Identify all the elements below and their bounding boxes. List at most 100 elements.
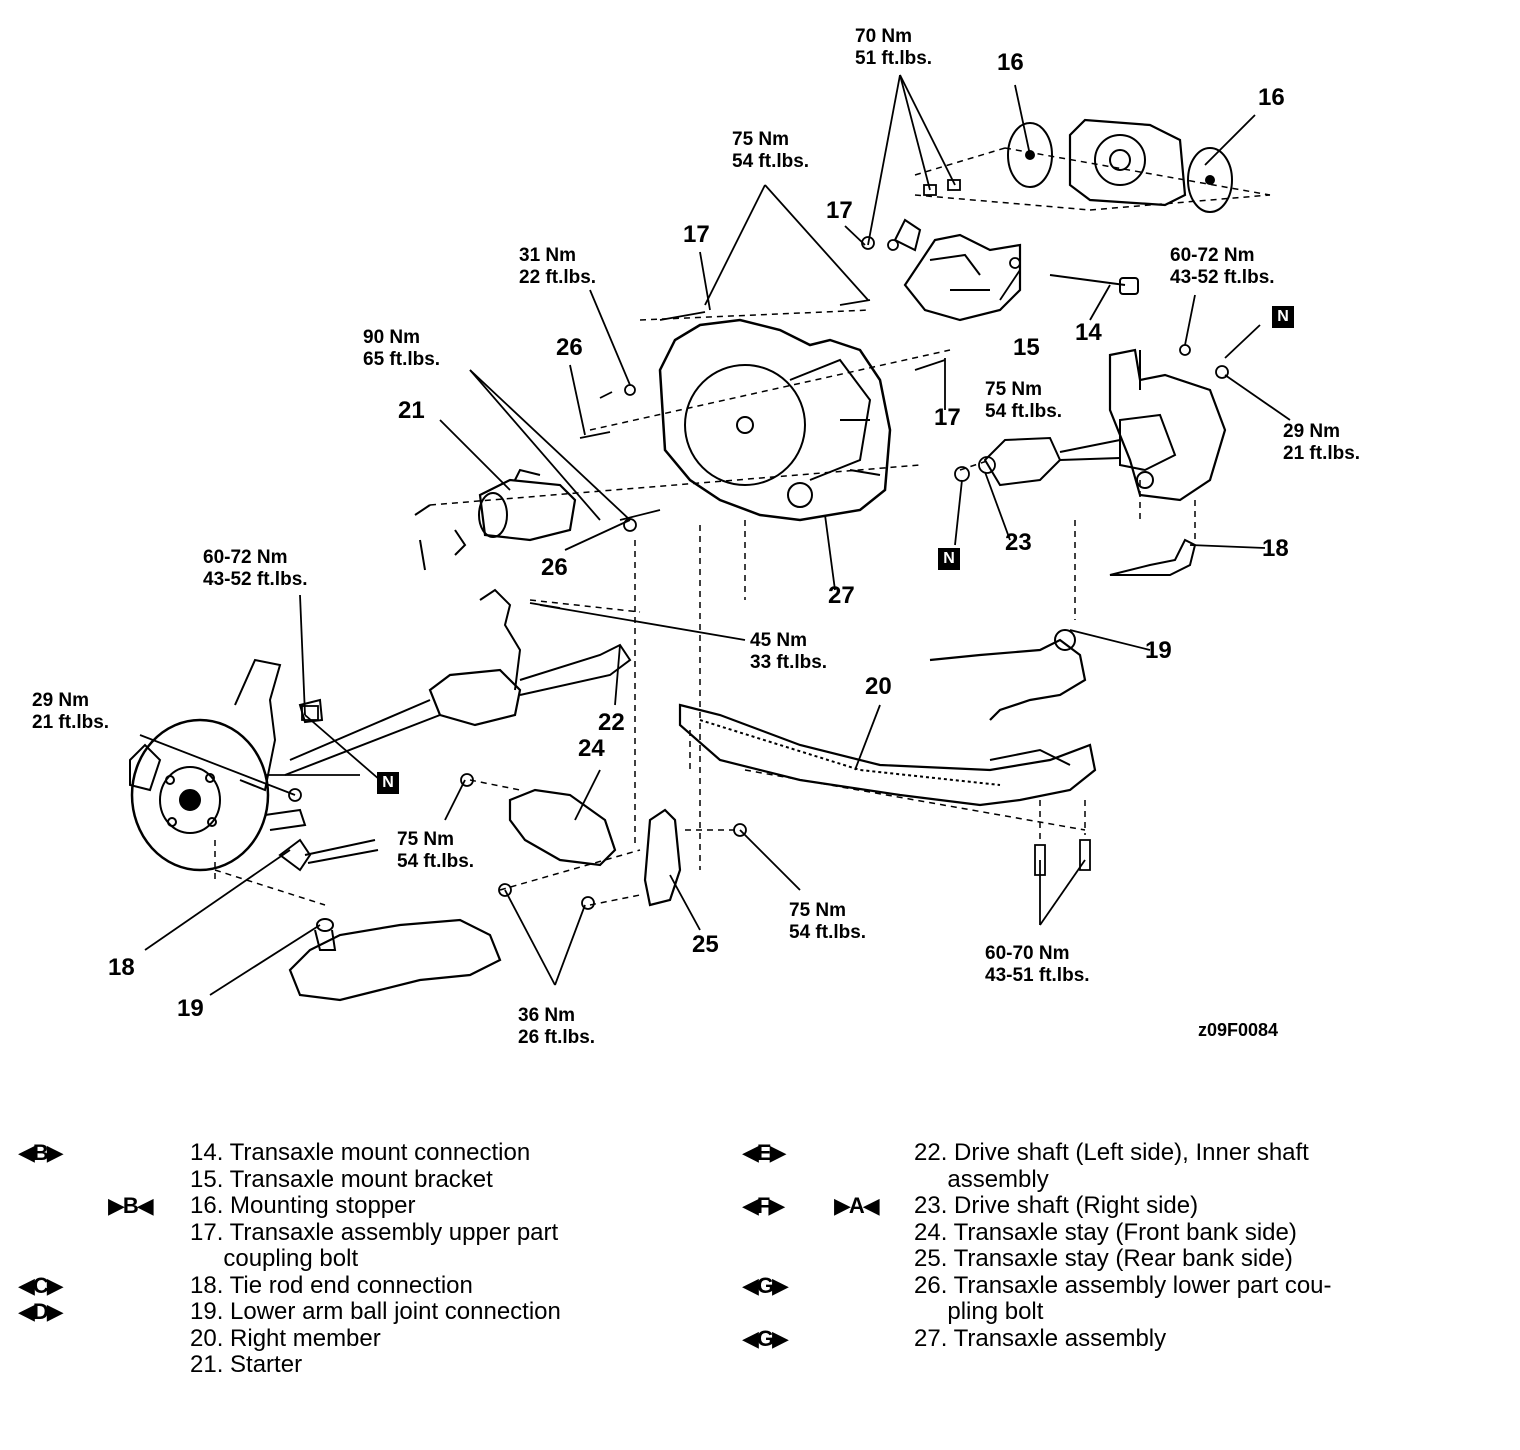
legend-item-text: 21. Starter [190,1351,303,1378]
callout-19: 19 [1145,637,1172,664]
procedure-marker: ▶A◀ [834,1193,880,1218]
legend-item-text: 20. Right member [190,1324,381,1352]
legend-item-text: 19. Lower arm ball joint connection [190,1298,561,1325]
legend-item-text: assembly [914,1165,1049,1193]
callout-18: 18 [1262,535,1289,562]
transaxle-stay-art [508,788,682,907]
legend-item: 15. Transaxle mount bracket [18,1165,718,1194]
legend-item: assembly [742,1165,1502,1194]
left-hub-disc-art [129,658,324,872]
drive-shaft-left-art [284,588,632,776]
legend-item-text: pling bolt [914,1298,1044,1325]
callout-17: 17 [934,404,961,431]
callout-21: 21 [398,397,425,424]
legend-item-text: 23. Drive shaft (Right side) [914,1192,1199,1219]
callout-15: 15 [1013,334,1040,361]
callout-27: 27 [828,582,855,609]
mount-bolt-art [1049,274,1139,295]
legend-item-text: 24. Transaxle stay (Front bank side) [914,1218,1297,1246]
legend-item: ◀F▶ ▶A◀ 23. Drive shaft (Right side) [742,1192,1502,1220]
legend-item: ◀C▶ 18. Tie rod end connection [18,1271,718,1300]
procedure-marker: ◀F▶ [742,1193,785,1218]
legend-item-text: 14. Transaxle mount connection [190,1139,531,1166]
legend-item: ◀E▶ 22. Drive shaft (Left side), Inner sh… [742,1139,1502,1167]
callout-23: 23 [1005,529,1032,556]
legend-item: ◀G▶ 26. Transaxle assembly lower part cou… [742,1271,1502,1300]
legend-item-text: 16. Mounting stopper [190,1192,416,1219]
legend-item: pling bolt [742,1298,1502,1326]
legend-item-text: 15. Transaxle mount bracket [190,1165,493,1193]
legend-item-text: 22. Drive shaft (Left side), Inner shaft [914,1139,1309,1166]
transaxle-assembly-art [658,318,892,522]
right-lower-arm-art [929,629,1087,721]
legend-item: coupling bolt [18,1245,718,1273]
legend-column-right: ◀E▶ 22. Drive shaft (Left side), Inner sh… [742,1139,1502,1353]
callout-16: 16 [997,49,1024,76]
legend-item-text: 25. Transaxle stay (Rear bank side) [914,1245,1293,1272]
callout-19: 19 [177,995,204,1022]
legend-item-text: 17. Transaxle assembly upper part [190,1218,559,1246]
legend-item: ◀G▶ 27. Transaxle assembly [742,1324,1502,1353]
transaxle-mount-bracket-art [893,218,1022,322]
right-knuckle-art [1108,348,1227,576]
callout-24: 24 [578,735,605,762]
procedure-marker: ◀B▶ [18,1140,64,1165]
legend-item: ◀B▶ 14. Transaxle mount connection [18,1139,718,1167]
callout-26: 26 [556,334,583,361]
legend-item: ▶B◀16. Mounting stopper [18,1192,718,1220]
procedure-marker: ◀G▶ [742,1272,789,1298]
right-member-art [678,703,1097,807]
legend-item: ◀D▶ 19. Lower arm ball joint connection [18,1298,718,1326]
legend-item: 21. Starter [18,1351,718,1379]
legend-item: 24. Transaxle stay (Front bank side) [742,1218,1502,1247]
procedure-marker: ◀G▶ [742,1325,789,1351]
callout-26: 26 [541,554,568,581]
callout-22: 22 [598,709,625,736]
legend-item-text: 18. Tie rod end connection [190,1271,473,1299]
legend-item: 25. Transaxle stay (Rear bank side) [742,1245,1502,1273]
procedure-marker: ◀E▶ [742,1140,786,1165]
callout-18: 18 [108,954,135,981]
procedure-marker: ◀D▶ [18,1299,64,1324]
callout-17: 17 [683,221,710,248]
leader-lines [139,74,1291,996]
legend-item: 17. Transaxle assembly upper part [18,1218,718,1247]
n-marker: N [938,548,960,570]
callout-14: 14 [1075,319,1102,346]
legend-item: 20. Right member [18,1324,718,1353]
callout-16: 16 [1258,84,1285,111]
procedure-marker: ◀C▶ [18,1272,64,1298]
left-lower-arm-art [288,918,502,1002]
legend-item-text: 26. Transaxle assembly lower part cou- [914,1271,1332,1299]
left-tie-rod-art [278,838,379,872]
diagram-line-art [129,74,1291,1002]
callout-25: 25 [692,931,719,958]
n-marker: N [377,772,399,794]
legend-item-text: coupling bolt [190,1245,359,1272]
legend-item-text: 27. Transaxle assembly [914,1324,1167,1352]
figure-code: z09F0084 [1198,1020,1279,1040]
starter-art [414,468,577,571]
center-lines [214,147,1271,906]
drive-shaft-right-art [983,413,1177,487]
callout-20: 20 [865,673,892,700]
n-marker: N [1272,306,1294,328]
mounting-stopper-art [1007,118,1233,213]
